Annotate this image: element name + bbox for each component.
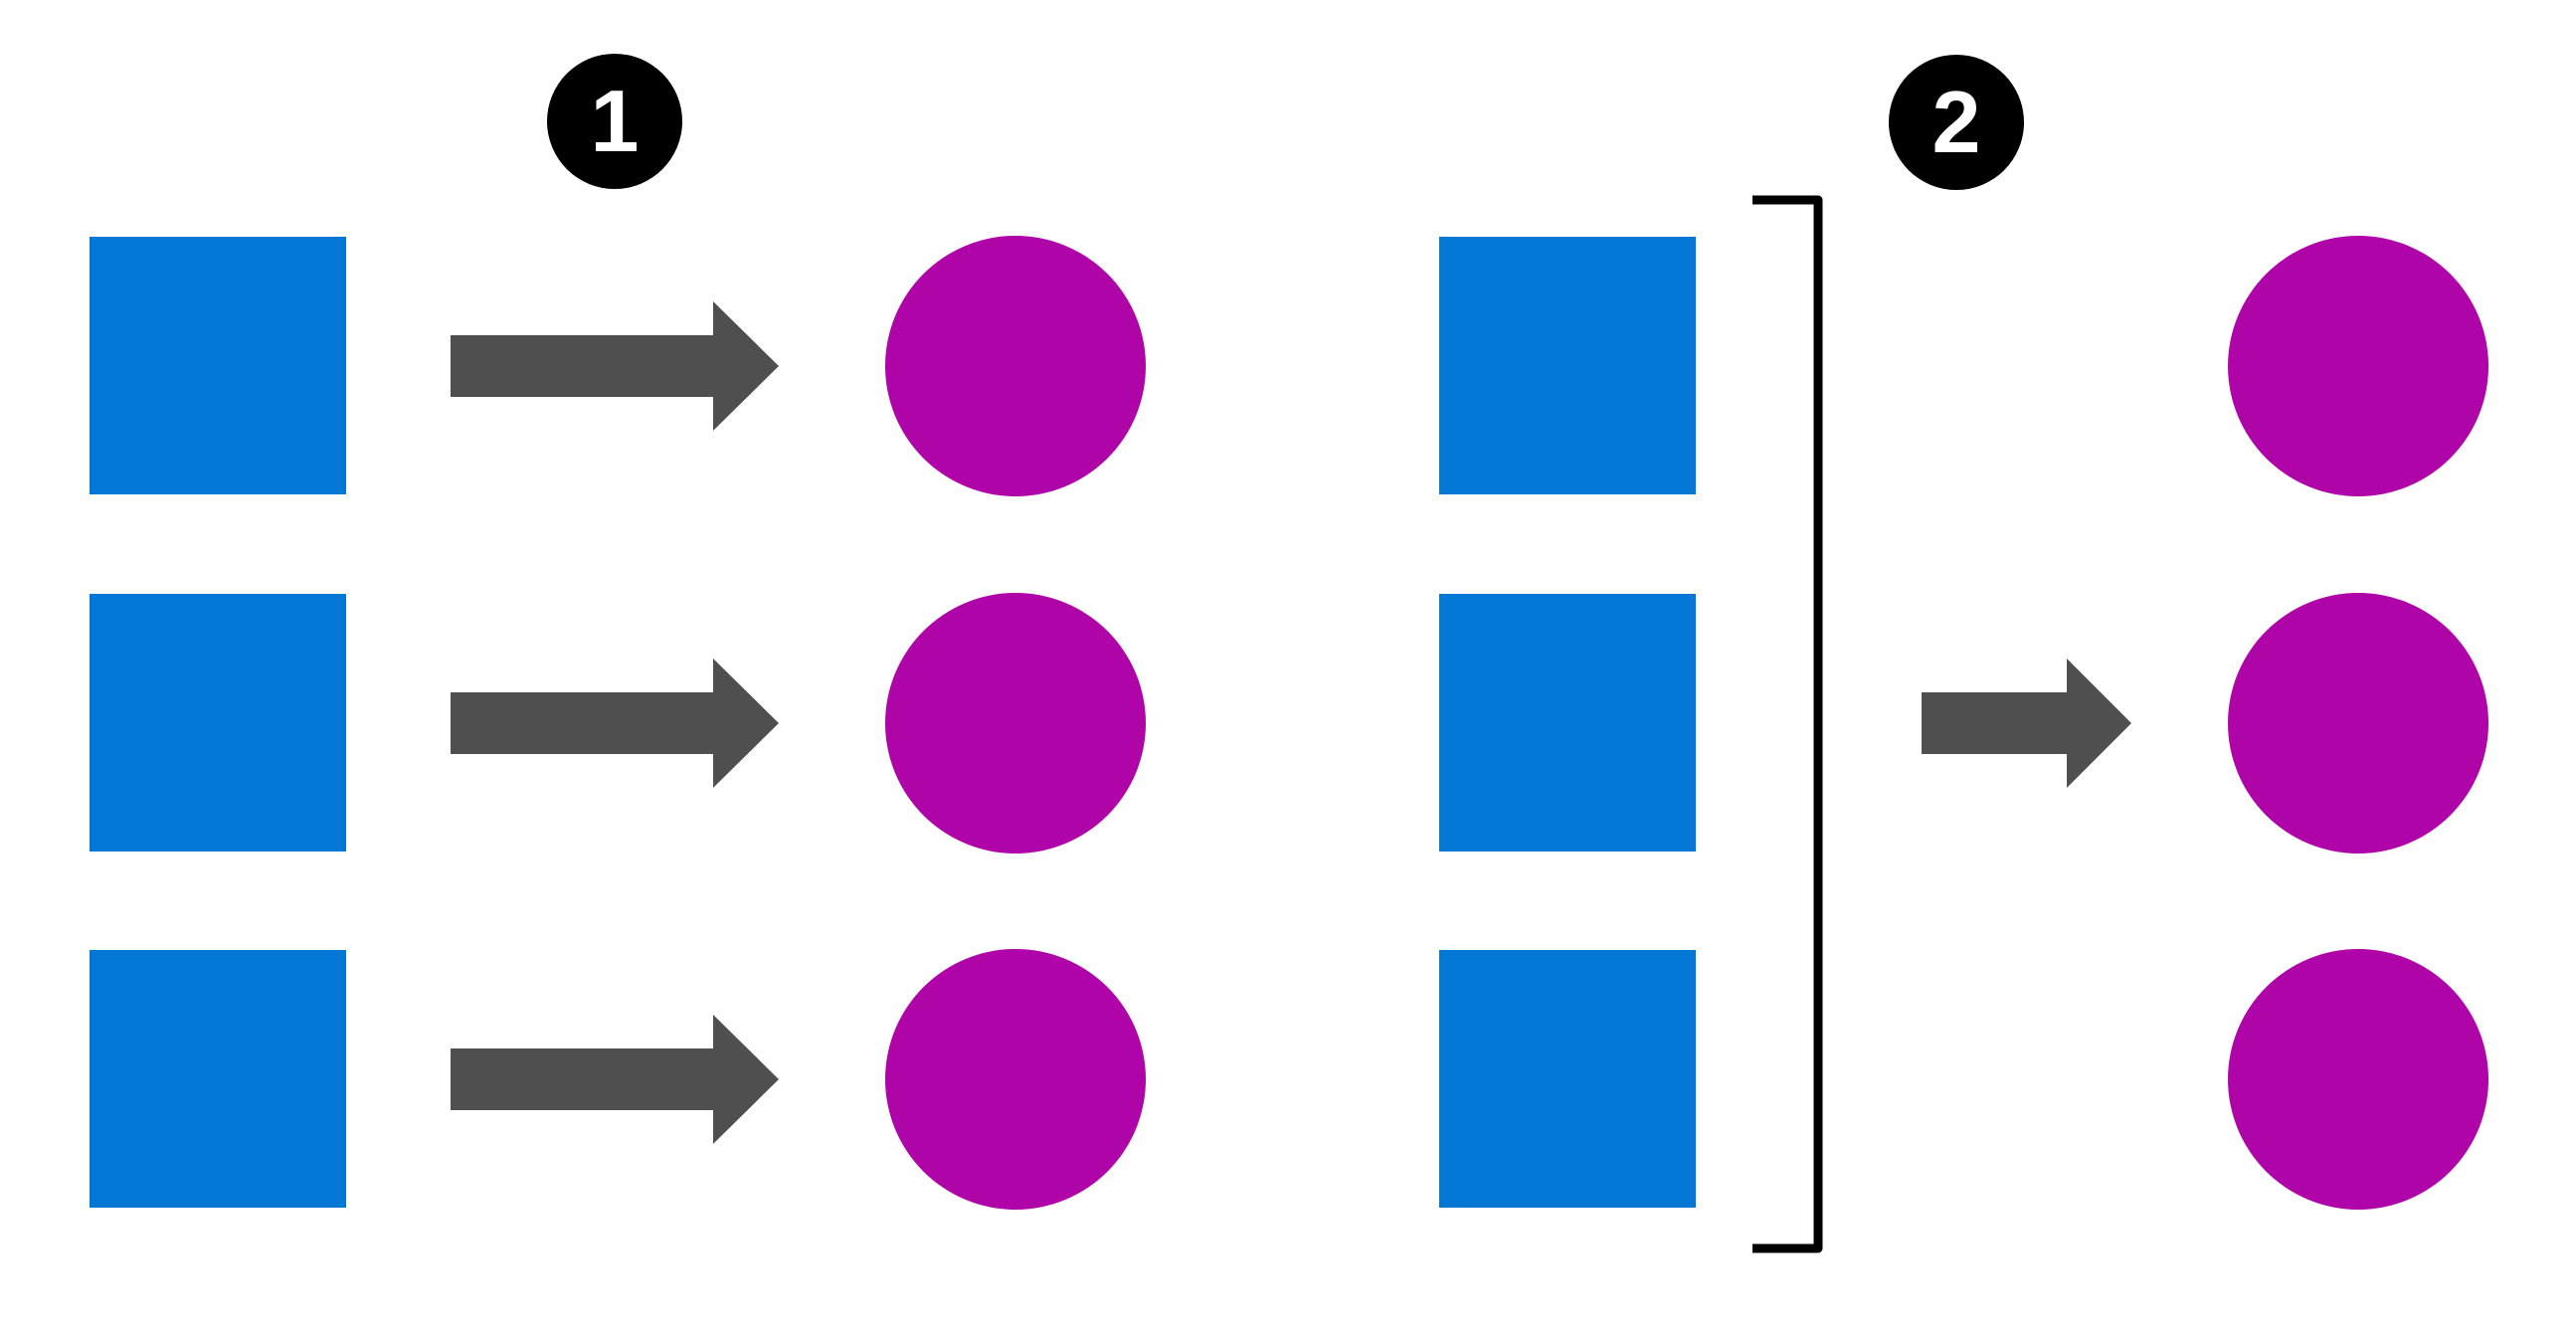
output-circle [885,593,1146,854]
input-square [90,594,346,852]
output-circle [2228,593,2488,854]
step-2-badge: 2 [1889,55,2024,190]
input-square [1439,594,1696,852]
right-arrow-icon [451,1015,779,1144]
input-square [90,237,346,494]
step-1-badge: 1 [547,54,682,189]
step-1-badge-label: 1 [590,72,640,170]
output-circle [2228,236,2488,496]
right-arrow-icon [451,301,779,431]
output-circle [885,236,1146,496]
right-arrow-icon [451,659,779,788]
input-square [90,950,346,1208]
output-circle [2228,949,2488,1210]
grouping-bracket [1748,192,1827,1258]
input-square [1439,950,1696,1208]
step-2-badge-label: 2 [1932,73,1981,171]
input-square [1439,237,1696,494]
right-arrow-icon [1922,659,2131,788]
output-circle [885,949,1146,1210]
